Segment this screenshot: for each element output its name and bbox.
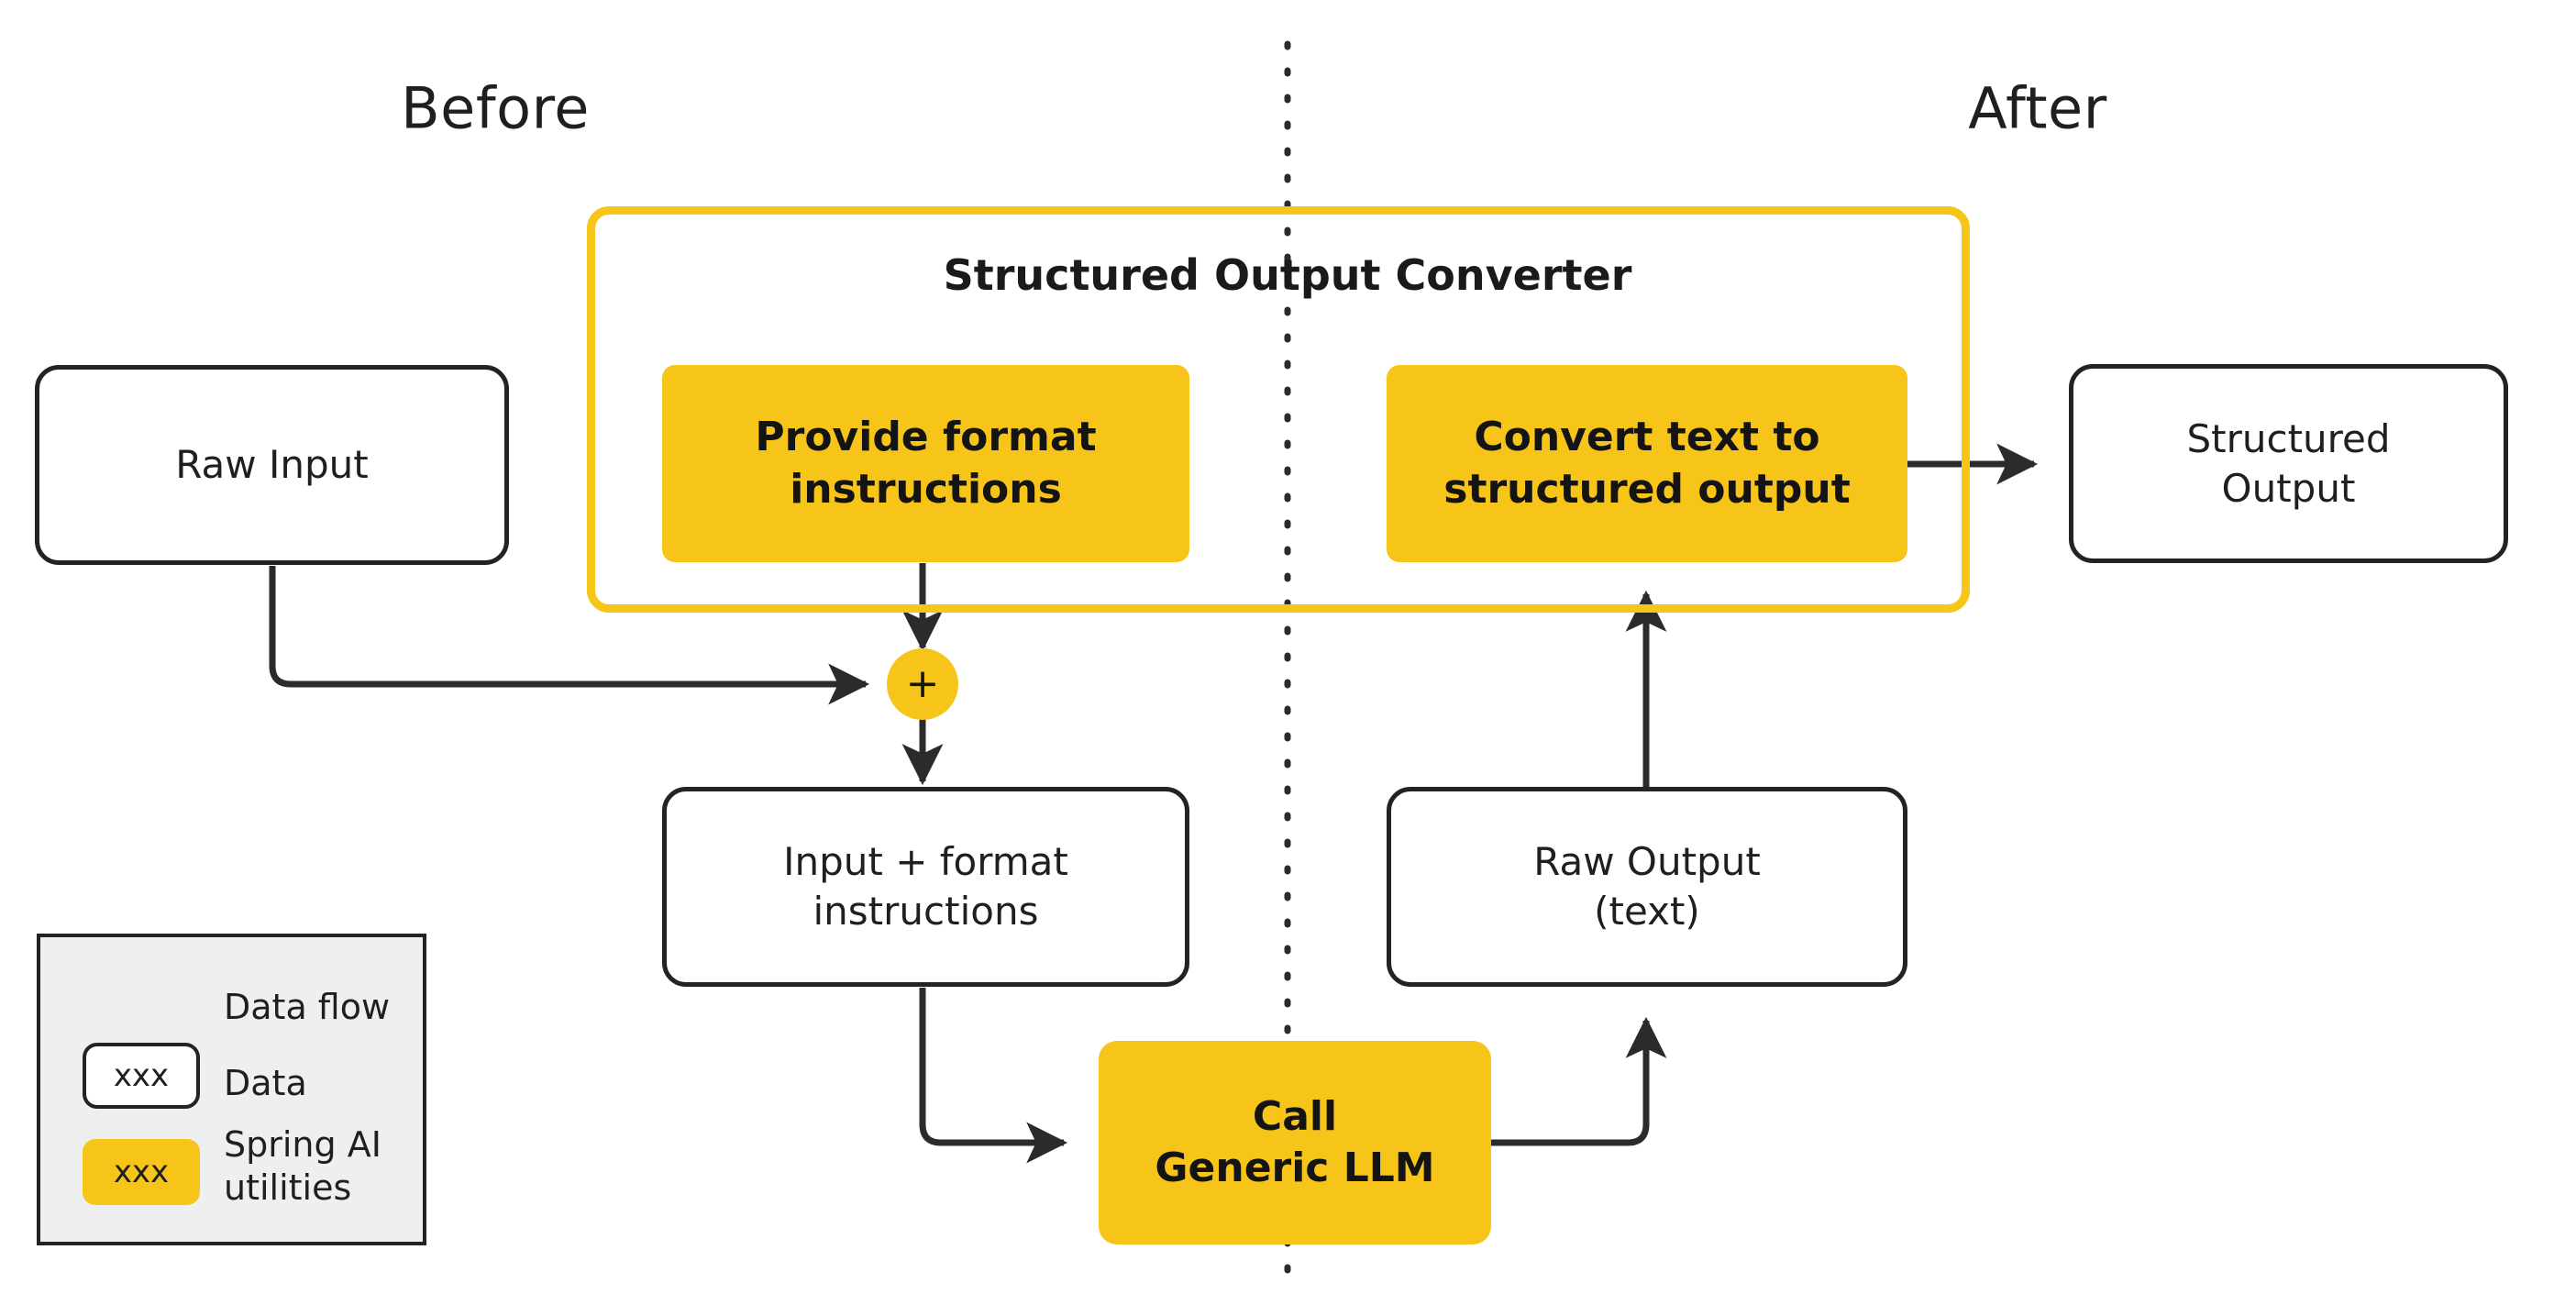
node-provide-format-instructions-label: Provide format instructions: [755, 414, 1097, 513]
phase-label-after: After: [1968, 74, 2107, 142]
node-call-generic-llm-label: Call Generic LLM: [1155, 1092, 1435, 1191]
structured-output-converter-group: [587, 206, 1970, 613]
legend-swatch-data-text: xxx: [113, 1057, 170, 1094]
node-combine-plus-label: +: [905, 660, 940, 707]
node-raw-input-label: Raw Input: [175, 442, 369, 488]
legend-label-data: Data: [224, 1063, 307, 1103]
node-convert-text-to-structured-output[interactable]: Convert text to structured output: [1387, 365, 1907, 562]
node-input-plus-format-instructions[interactable]: Input + format instructions: [662, 787, 1189, 987]
node-provide-format-instructions[interactable]: Provide format instructions: [662, 365, 1189, 562]
edge-input-format-to-llm: [919, 988, 1068, 1164]
node-raw-output-text-label: Raw Output (text): [1533, 839, 1761, 934]
legend-label-spring-ai-utilities: Spring AI utilities: [224, 1124, 381, 1209]
node-call-generic-llm[interactable]: Call Generic LLM: [1099, 1041, 1491, 1244]
node-raw-input[interactable]: Raw Input: [35, 365, 509, 565]
group-title: Structured Output Converter: [943, 250, 1632, 300]
node-structured-output-label: Structured Output: [2186, 415, 2391, 511]
edge-raw-input-to-plus: [269, 566, 870, 705]
node-structured-output[interactable]: Structured Output: [2069, 364, 2508, 563]
legend-swatch-spring-ai-utilities-text: xxx: [113, 1154, 170, 1190]
node-raw-output-text[interactable]: Raw Output (text): [1387, 787, 1907, 987]
edge-llm-to-raw-output: [1490, 1016, 1667, 1146]
legend-swatch-spring-ai-utilities: xxx: [83, 1139, 200, 1205]
node-convert-text-to-structured-output-label: Convert text to structured output: [1443, 414, 1851, 513]
phase-label-before: Before: [401, 74, 590, 142]
legend-label-data-flow: Data flow: [224, 987, 391, 1027]
node-combine-plus[interactable]: +: [887, 648, 958, 720]
node-input-plus-format-instructions-label: Input + format instructions: [783, 839, 1068, 934]
legend-swatch-data: xxx: [83, 1043, 200, 1109]
